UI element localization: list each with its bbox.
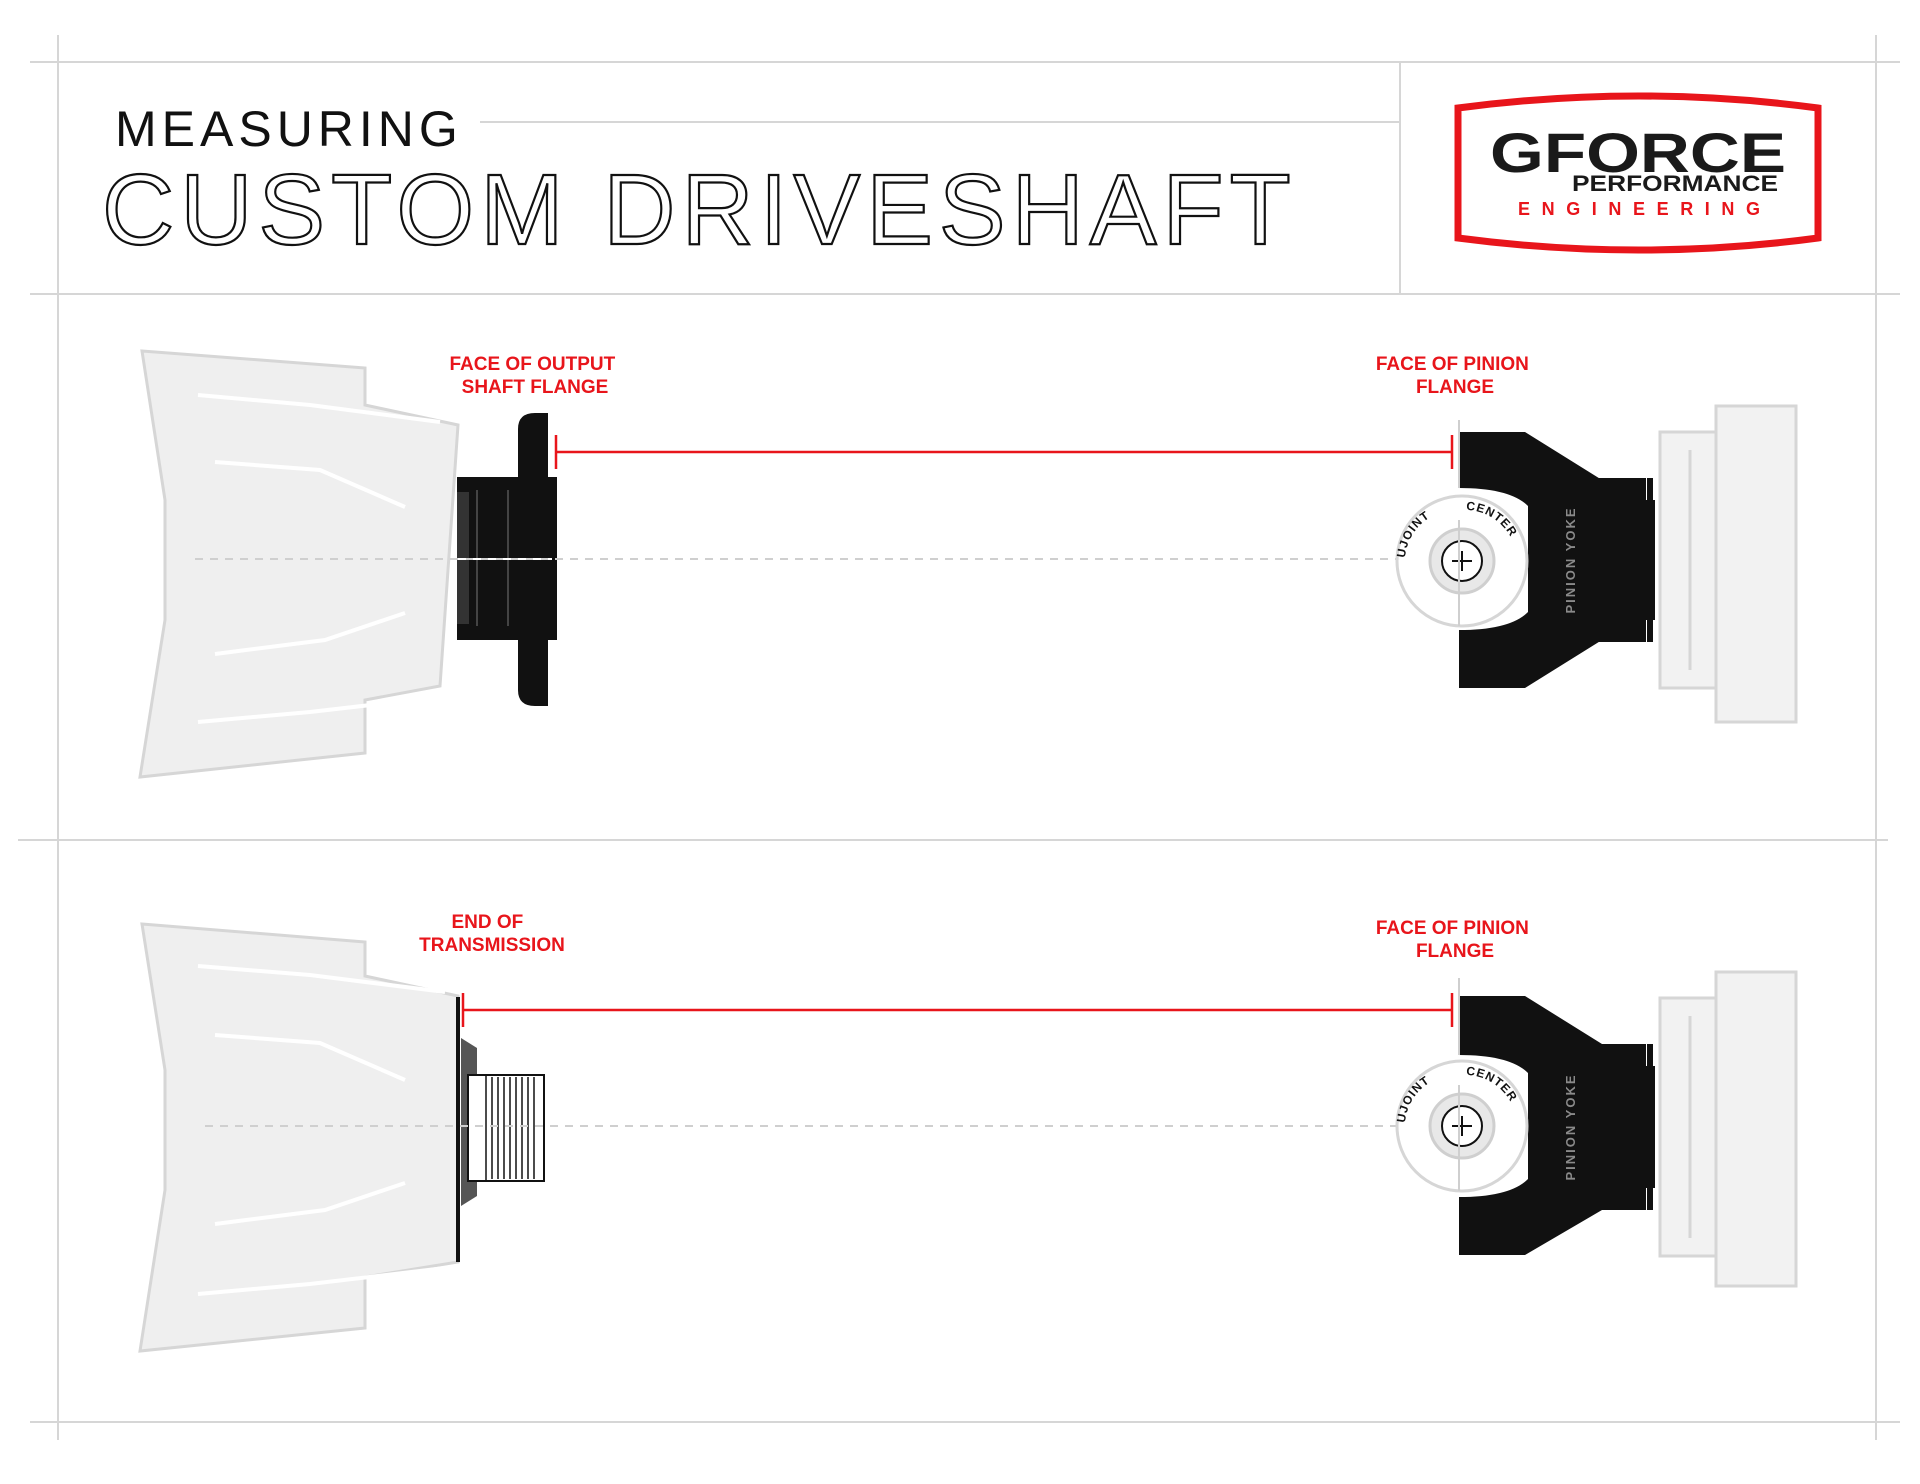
logo-brand-line1: GFORCE (1490, 121, 1786, 184)
panel-output-shaft-flange: FACE OF OUTPUT SHAFT FLANGE FACE OF PINI… (138, 349, 1798, 779)
pinion-yoke: PINION YOKE (1459, 432, 1655, 688)
right-measure-label: FACE OF PINION FLANGE (1376, 918, 1534, 962)
title-top: MEASURING (115, 101, 463, 157)
logo-brand-line3: ENGINEERING (1518, 199, 1766, 219)
transmission-housing (138, 349, 460, 779)
logo-badge-border (1454, 92, 1822, 254)
right-measure-label: FACE OF PINION FLANGE (1376, 354, 1534, 398)
header: MEASURING CUSTOM DRIVESHAFT (101, 101, 1297, 267)
ujoint-center: UJOINT CENTER (1394, 1059, 1529, 1193)
logo-brand-line2: PERFORMANCE (1572, 171, 1778, 196)
frame-lines (18, 35, 1900, 1440)
pinion-housing (1658, 404, 1798, 724)
housing-ribs (197, 393, 441, 724)
output-spline (467, 1074, 545, 1182)
ujoint-center: UJOINT CENTER (1394, 494, 1529, 628)
measurement-line (554, 435, 1454, 469)
pinion-yoke-label: PINION YOKE (1563, 506, 1578, 613)
panel-end-of-transmission: END OF TRANSMISSION FACE OF PINION FLANG… (138, 912, 1798, 1353)
left-measure-label: END OF TRANSMISSION (419, 912, 565, 956)
pinion-housing (1658, 970, 1798, 1288)
left-measure-label: FACE OF OUTPUT SHAFT FLANGE (449, 354, 620, 398)
pinion-yoke-label: PINION YOKE (1563, 1073, 1578, 1180)
housing-ribs (197, 964, 446, 1296)
pinion-yoke: PINION YOKE (1459, 996, 1655, 1255)
gforce-logo: GFORCE PERFORMANCE ENGINEERING (1454, 92, 1822, 254)
measurement-line (461, 993, 1454, 1027)
page-title: CUSTOM DRIVESHAFT (102, 154, 1297, 266)
